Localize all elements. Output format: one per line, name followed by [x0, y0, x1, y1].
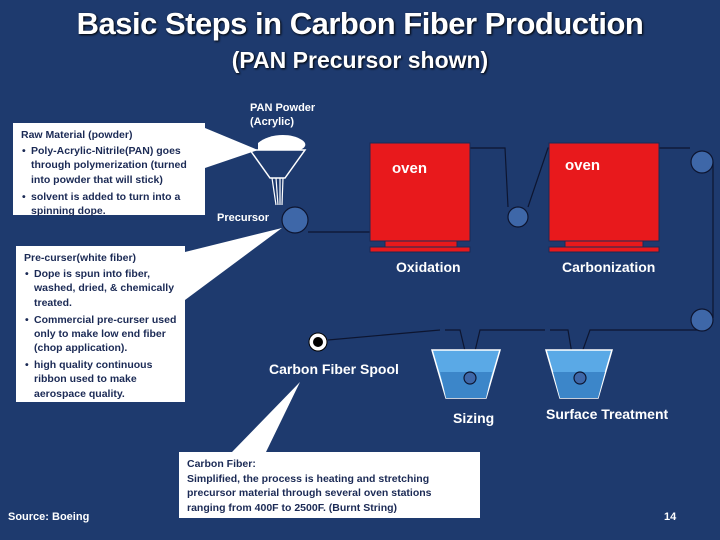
callout-raw-material-bullet: Poly-Acrylic-Nitrile(PAN) goes through p… [22, 144, 197, 187]
oxidation-label: Oxidation [396, 259, 461, 275]
oven-carbonization-icon [548, 142, 660, 253]
roller-sizing [463, 371, 477, 385]
pan-powder-sublabel: (Acrylic) [250, 116, 295, 128]
pan-powder-label: PAN Powder [250, 102, 316, 114]
precursor-label: Precursor [217, 212, 269, 224]
callout-precurser-title: Pre-curser(white fiber) [24, 252, 137, 264]
slide-subtitle: (PAN Precursor shown) [231, 47, 489, 73]
callout-precurser-bullet: Commercial pre-curser used only to make … [25, 313, 177, 356]
page-number: 14 [664, 511, 677, 523]
roller-between-ovens [507, 206, 529, 228]
callout-carbon-fiber-text: Simplified, the process is heating and s… [187, 473, 432, 514]
surface-treatment-label: Surface Treatment [546, 406, 669, 422]
oven2-label: oven [565, 157, 601, 174]
hopper-icon [248, 134, 307, 206]
precurser-pointer [185, 228, 282, 300]
spool-icon [308, 332, 328, 352]
callout-precurser-bullet: Dope is spun into fiber, washed, dried, … [25, 267, 177, 310]
callout-precurser: Pre-curser(white fiber) Dope is spun int… [16, 246, 185, 402]
sizing-label: Sizing [453, 410, 495, 426]
carbonization-label: Carbonization [562, 259, 656, 275]
rollers [281, 150, 714, 385]
source-text: Source: Boeing [8, 511, 90, 523]
callout-raw-material: Raw Material (powder) Poly-Acrylic-Nitri… [13, 123, 205, 218]
oven1-label: oven [392, 160, 428, 177]
spool-label: Carbon Fiber Spool [269, 361, 399, 377]
roller-bottom-right [690, 308, 714, 332]
callout-carbon-fiber: Carbon Fiber: Simplified, the process is… [179, 452, 480, 518]
callout-raw-material-title: Raw Material (powder) [21, 129, 133, 141]
roller-surface [573, 371, 587, 385]
raw-material-pointer [205, 128, 258, 168]
callout-precurser-bullet: high quality continuous ribbon used to m… [25, 358, 177, 401]
carbon-fiber-pointer [232, 382, 300, 452]
callout-carbon-fiber-title: Carbon Fiber: [187, 458, 256, 470]
slide-title: Basic Steps in Carbon Fiber Production [76, 6, 644, 41]
callout-raw-material-bullet: solvent is added to turn into a spinning… [22, 190, 197, 218]
roller-precursor [281, 206, 309, 234]
roller-top-right [690, 150, 714, 174]
oven-oxidation-icon [369, 142, 471, 253]
